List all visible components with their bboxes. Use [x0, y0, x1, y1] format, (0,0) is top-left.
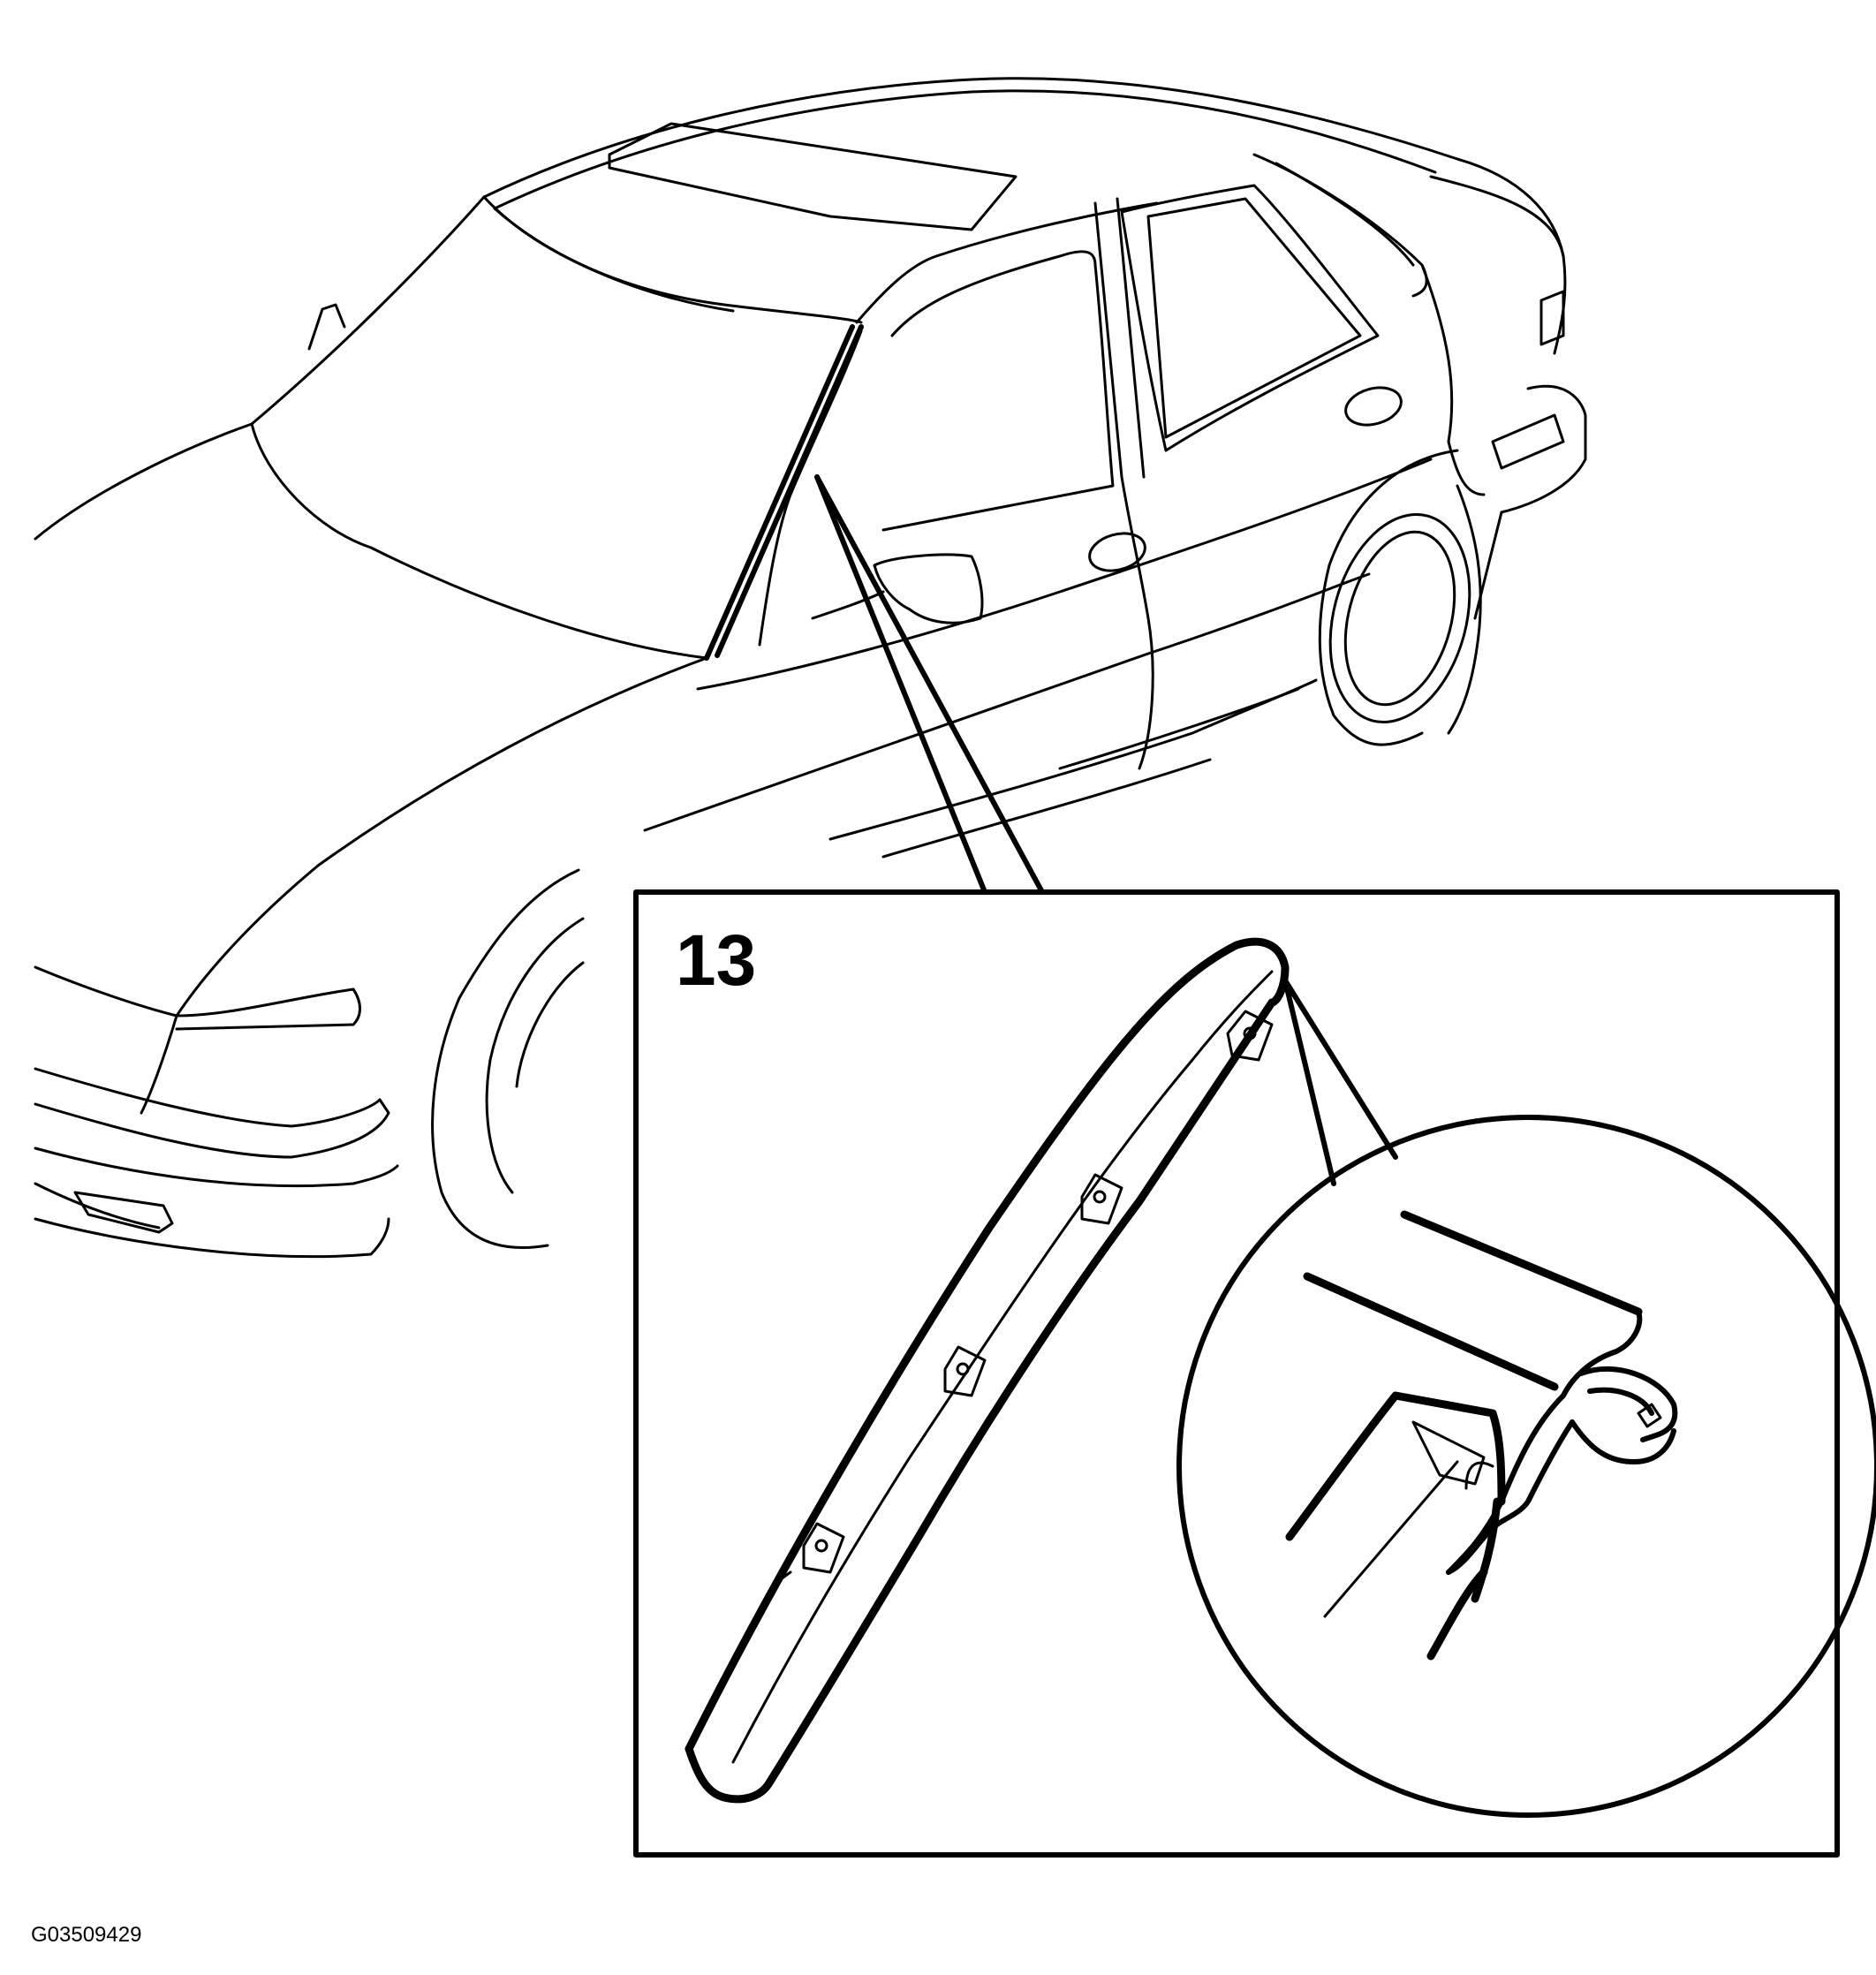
- magnifier-leader: [1282, 978, 1398, 1186]
- magnifier-circle: [1176, 1115, 1876, 1818]
- trim-strip-detail: [685, 937, 1290, 1804]
- callout-number: 13: [676, 920, 756, 1001]
- detail-box: [633, 889, 1840, 1858]
- figure-id: G03509429: [31, 1923, 141, 1947]
- callout-leader: [814, 474, 1045, 895]
- car-illustration: [34, 77, 1587, 1259]
